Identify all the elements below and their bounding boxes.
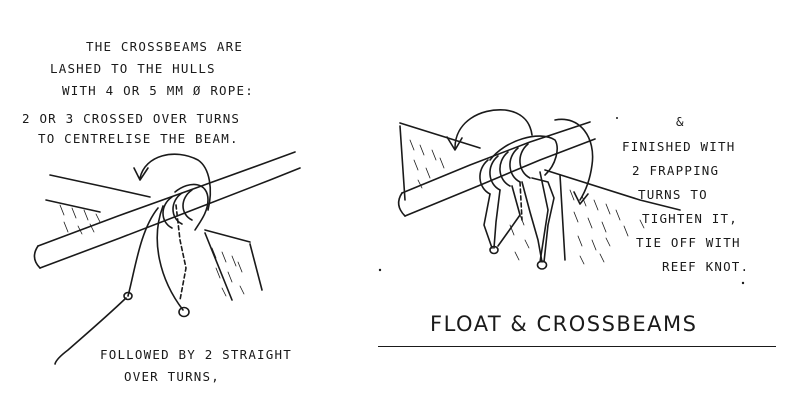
left-turn-arrow — [139, 153, 212, 211]
left-float-top — [49, 174, 151, 198]
left-float-top-right — [204, 229, 251, 243]
left-knot-eye-1 — [123, 291, 133, 301]
right-strand-1 — [483, 193, 493, 249]
left-hull-hatching — [59, 204, 245, 297]
caption-left-line-3: WITH 4 OR 5 mm Ø ROPE: — [62, 83, 254, 98]
caption-right-line-5: TIE OFF WITH — [636, 235, 741, 250]
pen-dots — [378, 117, 745, 285]
right-float-top — [399, 122, 481, 149]
left-rope-strand-2 — [156, 205, 184, 311]
caption-right-line-4: TIGHTEN IT, — [642, 211, 738, 226]
left-lashing-turn-3 — [182, 189, 193, 221]
right-knot-1 — [489, 245, 499, 255]
left-lashing-drawing — [33, 151, 301, 365]
right-strand-2 — [493, 189, 501, 249]
caption-left-line-2: LASHED TO THE HULLS — [50, 61, 216, 76]
caption-left-line-4: 2 OR 3 CROSSED OVER TURNS — [22, 111, 241, 126]
right-float-top-right — [544, 169, 681, 211]
right-turn-arrow-right — [554, 118, 594, 201]
caption-right-ampersand: & — [676, 114, 685, 129]
left-lashing-back — [174, 183, 209, 231]
left-hidden-rope — [175, 204, 187, 301]
right-float-side — [399, 125, 566, 261]
left-crossbeam-lower — [39, 167, 301, 269]
title-underline — [378, 346, 776, 347]
right-lashing-wrap-2 — [489, 155, 501, 191]
left-float-side — [204, 232, 263, 301]
caption-bottom-line-2: OVER TURNS, — [124, 369, 220, 384]
caption-left-line-1: THE CROSSBEAMS ARE — [86, 39, 244, 54]
right-hidden-rope — [519, 181, 523, 221]
right-strand-6 — [539, 171, 549, 263]
right-crossbeam — [401, 121, 591, 194]
left-float-edge — [45, 199, 101, 213]
right-turn-arrow-left — [454, 109, 533, 149]
right-lashing-drawing — [397, 109, 681, 270]
right-lashing-wrap-4 — [509, 147, 521, 183]
caption-right-line-6: REEF KNOT. — [662, 259, 750, 274]
left-rope-strand-1 — [127, 207, 159, 297]
right-turn-arrow-left-head — [446, 136, 463, 151]
left-lashing-turn-2 — [172, 192, 183, 225]
right-crossbeam-end — [397, 192, 406, 217]
caption-right-line-2: 2 FRAPPING — [632, 163, 720, 178]
right-lashing-wrap-5 — [519, 143, 531, 179]
left-rope-tail — [54, 297, 127, 365]
drawing-title: FLOAT & CROSSBEAMS — [430, 312, 698, 336]
right-crossbeam-lower — [404, 138, 596, 217]
right-knot-2 — [536, 260, 548, 270]
right-strand-4 — [521, 181, 543, 263]
left-knot-eye-2 — [178, 306, 190, 318]
caption-left-line-5: TO CENTRELISE THE BEAM. — [38, 131, 239, 146]
right-strand-3 — [497, 185, 521, 247]
right-lashing-wrap-1 — [479, 159, 491, 195]
caption-bottom-line-1: FOLLOWED BY 2 STRAIGHT — [100, 347, 292, 362]
right-lashing-wrap-3 — [499, 151, 511, 187]
left-lashing-turn-1 — [162, 196, 173, 229]
right-turn-arrow-right-head — [573, 191, 589, 205]
left-turn-arrow-head — [133, 167, 149, 181]
caption-right-line-3: TURNS TO — [638, 187, 708, 202]
right-lashing-top — [489, 135, 558, 176]
left-crossbeam-end — [33, 245, 41, 269]
caption-right-line-1: FINISHED WITH — [622, 139, 736, 154]
right-strand-5 — [531, 177, 555, 263]
left-crossbeam — [37, 151, 296, 247]
